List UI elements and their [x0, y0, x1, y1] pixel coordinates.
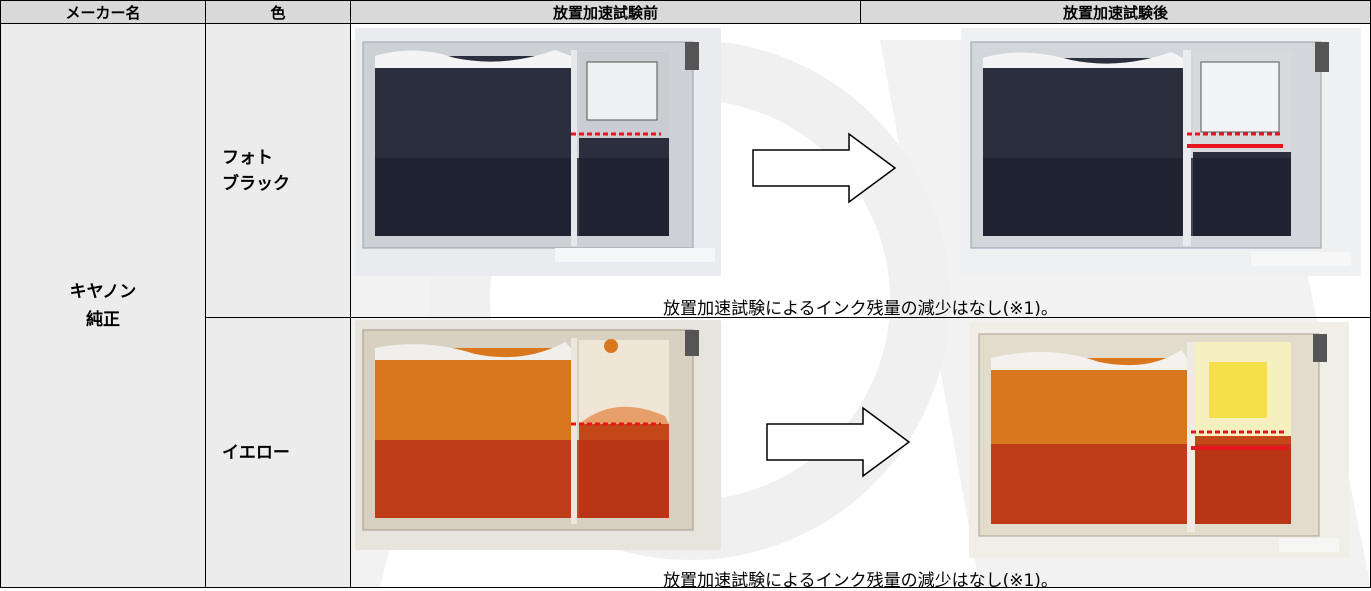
photo-cell-yellow: 放置加速試験によるインク残量の減少はなし(※1)。 — [350, 317, 1371, 591]
table-row-yellow: イエロー — [1, 317, 1371, 591]
header-after: 放置加速試験後 — [860, 0, 1371, 24]
cartridge-photo-after-black — [961, 28, 1361, 276]
cartridge-photo-after-yellow — [969, 322, 1349, 558]
header-maker: メーカー名 — [0, 0, 206, 24]
color-cell-photo-black: フォト ブラック — [205, 23, 351, 318]
maker-name-line1: キヤノン — [69, 281, 137, 302]
result-caption-photo-black: 放置加速試験によるインク残量の減少はなし(※1)。 — [663, 299, 1058, 319]
color-label-yellow: イエロー — [222, 442, 290, 463]
cartridge-photo-before-black — [355, 28, 721, 276]
header-color: 色 — [205, 0, 351, 24]
maker-name-line2: 純正 — [86, 309, 120, 330]
header-before: 放置加速試験前 — [350, 0, 861, 24]
color-cell-yellow: イエロー — [205, 317, 351, 588]
arrow-right-icon — [766, 406, 911, 478]
maker-cell: キヤノン 純正 — [0, 23, 206, 588]
photo-cell-photo-black: 放置加速試験によるインク残量の減少はなし(※1)。 — [350, 23, 1371, 319]
color-label-line1: フォト — [222, 147, 273, 168]
header-row: メーカー名 色 放置加速試験前 放置加速試験後 — [0, 0, 1371, 24]
arrow-right-icon — [752, 132, 897, 204]
color-label-line2: ブラック — [222, 173, 290, 194]
table-row-photo-black: キヤノン 純正 フォト ブラック — [0, 23, 1371, 588]
result-caption-yellow: 放置加速試験によるインク残量の減少はなし(※1)。 — [663, 571, 1058, 591]
cartridge-photo-before-yellow — [355, 320, 721, 550]
